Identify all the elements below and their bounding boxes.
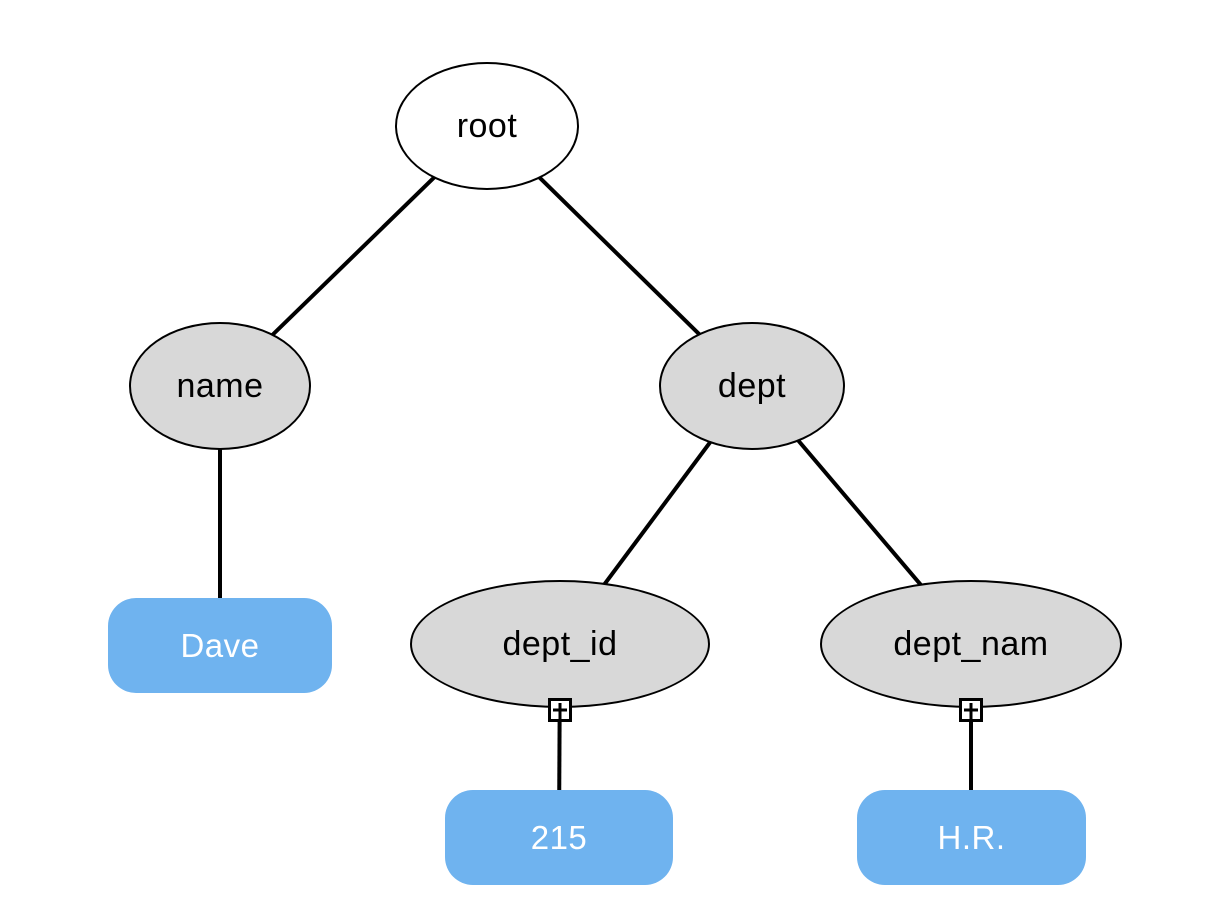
- node-dept-label: dept: [717, 366, 787, 405]
- value-dept-id-215-label: 215: [530, 818, 588, 856]
- expand-icon-dept-id[interactable]: [548, 698, 572, 722]
- node-root: root: [395, 62, 579, 190]
- node-dept-id: dept_id: [410, 580, 710, 708]
- value-dept-nam-hr: H.R.: [857, 790, 1086, 885]
- node-root-label: root: [456, 106, 518, 145]
- node-dept-nam-label: dept_nam: [893, 624, 1049, 663]
- value-dept-id-215: 215: [445, 790, 673, 885]
- node-name-label: name: [176, 366, 264, 405]
- expand-icon-dept-nam[interactable]: [959, 698, 983, 722]
- node-dept-id-label: dept_id: [502, 624, 618, 663]
- node-name: name: [129, 322, 311, 450]
- value-name-dave: Dave: [108, 598, 332, 693]
- value-name-dave-label: Dave: [180, 626, 260, 664]
- value-dept-nam-hr-label: H.R.: [937, 818, 1006, 856]
- node-dept: dept: [659, 322, 845, 450]
- node-dept-nam: dept_nam: [820, 580, 1122, 708]
